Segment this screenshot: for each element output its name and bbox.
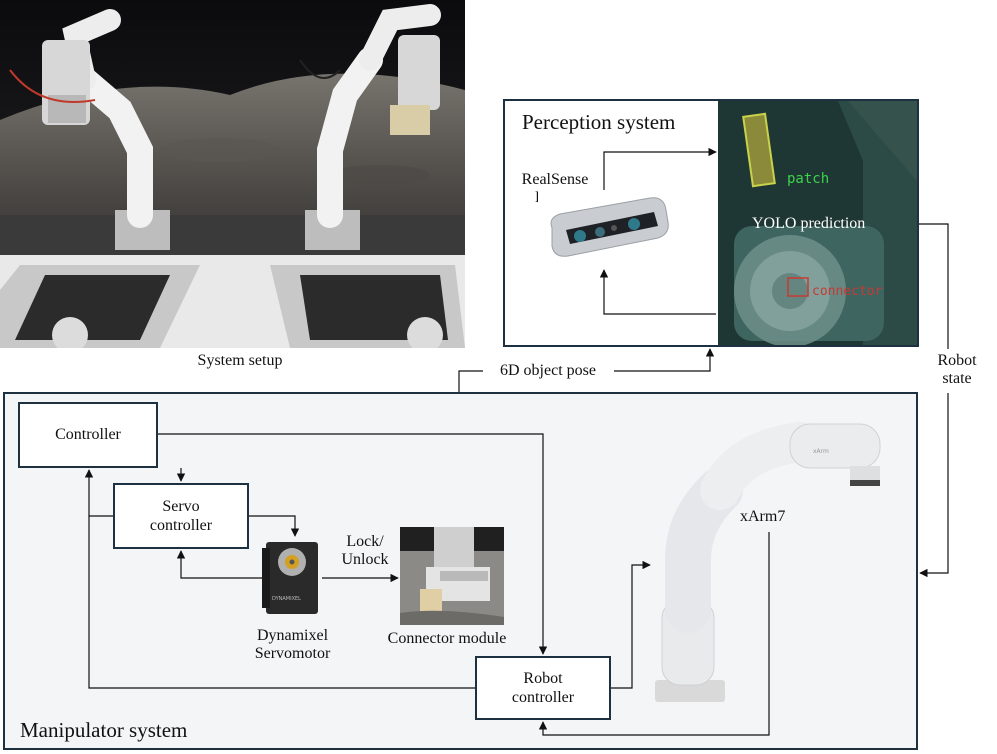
robot-state-label: Robot state xyxy=(922,352,992,389)
dynamixel-to-servo-arrow xyxy=(176,550,262,579)
robot-controller-label-line2: controller xyxy=(511,689,575,706)
controller-to-robot-arrow xyxy=(158,433,548,655)
lock-unlock-line2: Unlock xyxy=(341,551,389,569)
dynamixel-servomotor-image xyxy=(262,538,322,618)
controller-block: Controller xyxy=(18,402,158,468)
object-pose-arrow xyxy=(458,349,710,392)
robot-state-line2: state xyxy=(942,370,972,388)
servo-to-controller-arrow xyxy=(84,469,113,517)
realsense-camera-image xyxy=(538,190,673,266)
controller-label: Controller xyxy=(55,426,121,444)
servo-controller-label-line1: Servo xyxy=(162,497,200,515)
yolo-prediction-title: YOLO prediction xyxy=(752,215,866,232)
object-pose-label: 6D object pose xyxy=(500,362,596,379)
lock-unlock-label: Lock/ Unlock xyxy=(330,533,400,570)
xarm7-label: xArm7 xyxy=(740,508,786,525)
robot-state-line1: Robot xyxy=(937,352,977,369)
realsense-label-line1: RealSense xyxy=(521,171,589,188)
manipulator-system-title: Manipulator system xyxy=(20,718,188,742)
yolo-prediction-image xyxy=(718,101,917,345)
lock-unlock-line1: Lock/ xyxy=(346,533,384,550)
robot-state-arrow xyxy=(919,223,949,573)
dynamixel-label: Dynamixel Servomotor xyxy=(235,627,350,664)
connector-module-image xyxy=(400,527,504,625)
robot-to-xarm-arrow xyxy=(611,560,651,689)
servo-controller-block: Servo controller xyxy=(113,483,249,549)
servo-controller-label-line2: controller xyxy=(149,517,213,534)
dynamixel-label-line1: Dynamixel xyxy=(256,627,329,644)
dynamixel-label-line2: Servomotor xyxy=(254,645,331,663)
yolo-to-camera-arrow xyxy=(599,269,716,315)
dynamixel-brand-text: DYNAMIXEL xyxy=(272,596,301,602)
yolo-detection-patch: patch xyxy=(787,171,830,187)
perception-system-title: Perception system xyxy=(522,110,676,134)
xarm-to-robot-arrow xyxy=(538,532,770,736)
robot-to-controller-arrow xyxy=(88,516,475,689)
yolo-detection-connector: connector xyxy=(812,284,883,299)
xarm7-image xyxy=(650,410,905,710)
connector-module-label: Connector module xyxy=(387,630,507,647)
robot-controller-block: Robot controller xyxy=(475,656,611,720)
system-setup-photo xyxy=(0,0,465,348)
robot-controller-label-line1: Robot xyxy=(523,669,563,687)
servo-to-dynamixel-arrow xyxy=(249,515,300,537)
system-setup-caption: System setup xyxy=(197,352,283,369)
xarm-brand-text: xArm xyxy=(813,448,829,455)
camera-to-yolo-arrow xyxy=(603,147,717,190)
